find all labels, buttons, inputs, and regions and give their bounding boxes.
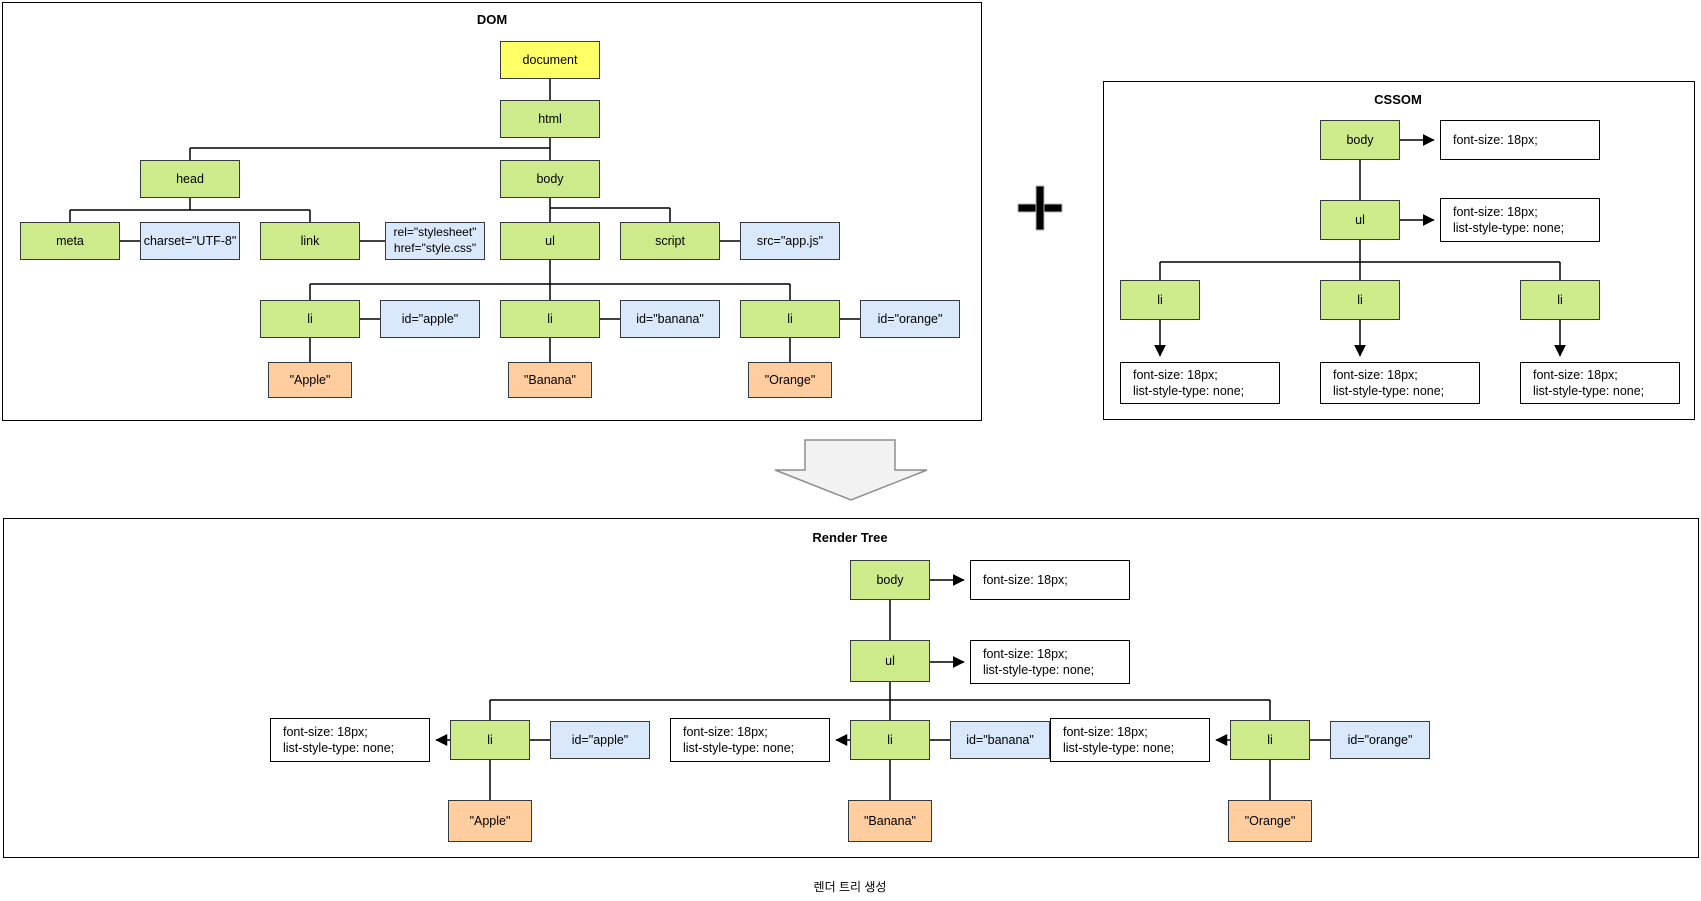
dom-id-apple-attr: id="apple" — [380, 300, 480, 338]
cssom-li-2-style-box: font-size: 18px; list-style-type: none; — [1320, 362, 1480, 404]
cssom-li-3-style-box: font-size: 18px; list-style-type: none; — [1520, 362, 1680, 404]
dom-li-orange-node: li — [740, 300, 840, 338]
cssom-body-style-box: font-size: 18px; — [1440, 120, 1600, 160]
render-li-orange-style-box: font-size: 18px; list-style-type: none; — [1050, 718, 1210, 762]
cssom-title: CSSOM — [1374, 92, 1422, 107]
dom-src-attr: src="app.js" — [740, 222, 840, 260]
dom-text-apple-node: "Apple" — [268, 362, 352, 398]
render-tree-title: Render Tree — [812, 530, 888, 545]
cssom-li-2-node: li — [1320, 280, 1400, 320]
dom-charset-attr: charset="UTF-8" — [140, 222, 240, 260]
render-id-apple-attr: id="apple" — [550, 721, 650, 759]
render-text-banana-node: "Banana" — [848, 800, 932, 842]
dom-stylesheet-attr: rel="stylesheet" href="style.css" — [385, 222, 485, 260]
render-body-node: body — [850, 560, 930, 600]
cssom-li-1-node: li — [1120, 280, 1200, 320]
diagram-caption: 렌더 트리 생성 — [813, 880, 887, 894]
plus-icon — [1017, 185, 1063, 231]
dom-head-node: head — [140, 160, 240, 198]
render-id-orange-attr: id="orange" — [1330, 721, 1430, 759]
dom-text-banana-node: "Banana" — [508, 362, 592, 398]
dom-panel — [2, 2, 982, 421]
render-li-apple-node: li — [450, 720, 530, 760]
dom-li-banana-node: li — [500, 300, 600, 338]
cssom-ul-style-box: font-size: 18px; list-style-type: none; — [1440, 198, 1600, 242]
dom-li-apple-node: li — [260, 300, 360, 338]
cssom-ul-node: ul — [1320, 200, 1400, 240]
dom-body-node: body — [500, 160, 600, 198]
render-text-apple-node: "Apple" — [448, 800, 532, 842]
cssom-li-3-node: li — [1520, 280, 1600, 320]
dom-id-orange-attr: id="orange" — [860, 300, 960, 338]
dom-ul-node: ul — [500, 222, 600, 260]
dom-html-node: html — [500, 100, 600, 138]
cssom-li-1-style-box: font-size: 18px; list-style-type: none; — [1120, 362, 1280, 404]
render-tree-panel — [3, 518, 1699, 858]
render-ul-style-box: font-size: 18px; list-style-type: none; — [970, 640, 1130, 684]
render-text-orange-node: "Orange" — [1228, 800, 1312, 842]
render-li-orange-node: li — [1230, 720, 1310, 760]
dom-meta-node: meta — [20, 222, 120, 260]
cssom-panel — [1103, 81, 1695, 420]
render-li-banana-style-box: font-size: 18px; list-style-type: none; — [670, 718, 830, 762]
dom-text-orange-node: "Orange" — [748, 362, 832, 398]
dom-title: DOM — [476, 12, 508, 27]
dom-document-node: document — [500, 41, 600, 79]
cssom-body-node: body — [1320, 120, 1400, 160]
render-li-apple-style-box: font-size: 18px; list-style-type: none; — [270, 718, 430, 762]
down-arrow-icon — [774, 439, 928, 501]
render-id-banana-attr: id="banana" — [950, 721, 1050, 759]
dom-id-banana-attr: id="banana" — [620, 300, 720, 338]
dom-link-node: link — [260, 222, 360, 260]
render-ul-node: ul — [850, 640, 930, 682]
render-li-banana-node: li — [850, 720, 930, 760]
dom-script-node: script — [620, 222, 720, 260]
render-body-style-box: font-size: 18px; — [970, 560, 1130, 600]
